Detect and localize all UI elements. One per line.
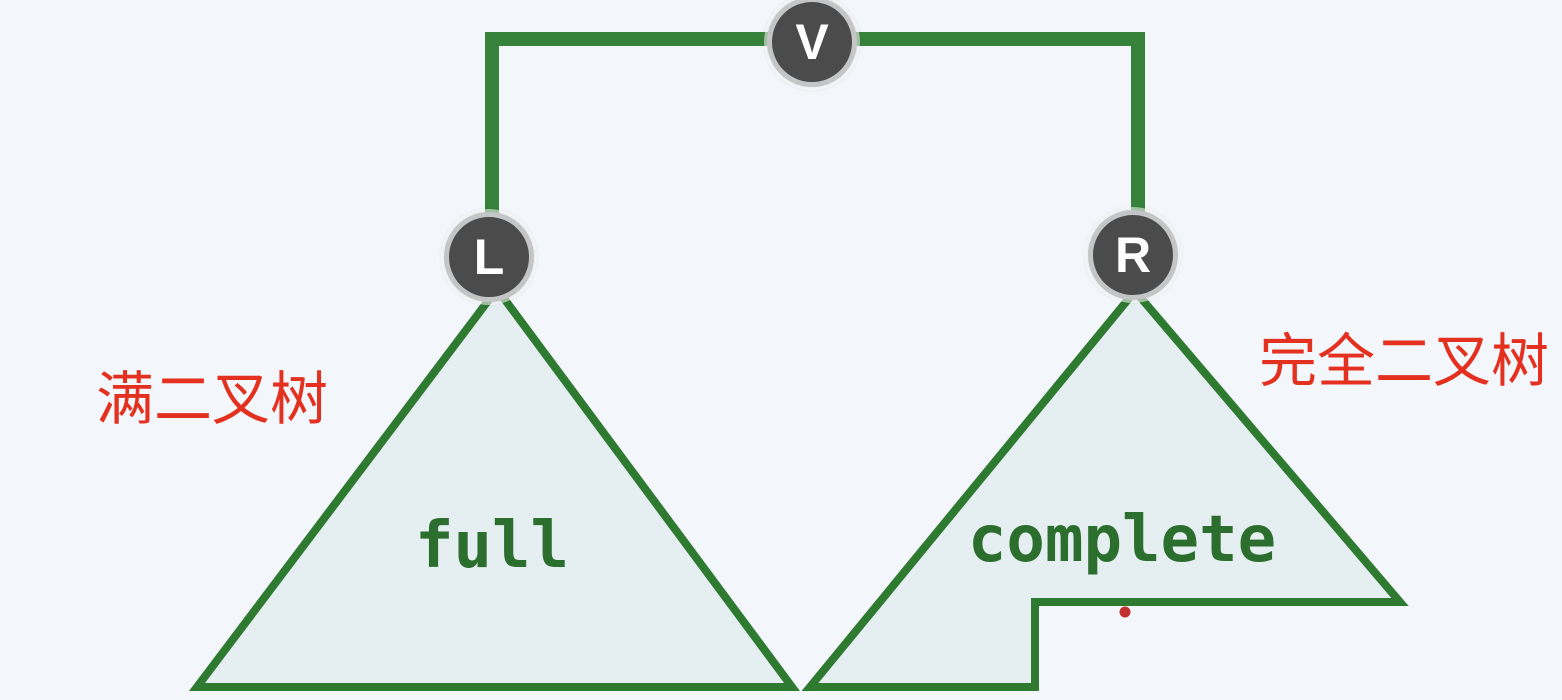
full-tree-annotation: 满二叉树 <box>95 367 329 432</box>
node-v-label: V <box>795 14 829 70</box>
tree-node-r: R <box>1088 210 1178 300</box>
full-tree-label: full <box>414 509 570 583</box>
node-l-label: L <box>473 229 505 285</box>
tree-node-v: V <box>767 0 857 87</box>
complete-tree-label: complete <box>967 503 1277 577</box>
complete-tree-shape <box>801 284 1409 691</box>
tree-node-l: L <box>444 212 534 302</box>
full-tree-triangle <box>188 282 800 691</box>
complete-tree-annotation: 完全二叉树 <box>1258 329 1550 394</box>
node-r-label: R <box>1114 227 1152 283</box>
last-level-marker-dot <box>1119 606 1131 618</box>
